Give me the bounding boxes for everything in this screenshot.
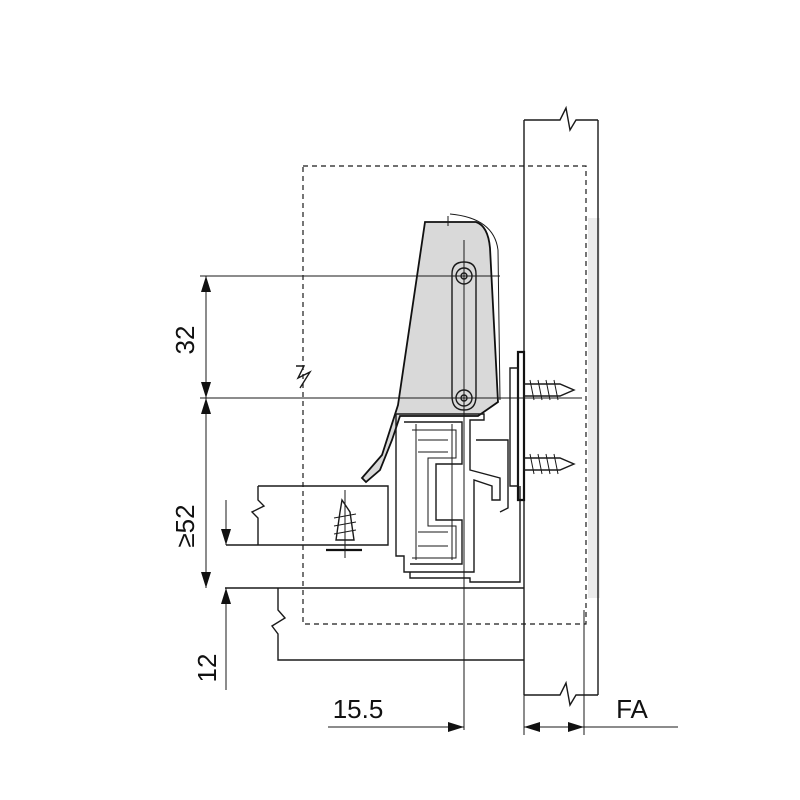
drawer-bottom-board (226, 485, 389, 546)
dimension-12-label: 12 (192, 654, 222, 683)
dimension-32: 32 (170, 275, 582, 399)
front-panel-break-mark (296, 365, 312, 389)
dimension-15-5-label: 15.5 (333, 694, 384, 724)
dimension-fa: FA (524, 610, 678, 735)
front-panel-outline (302, 165, 587, 625)
dimension-15-5: 15.5 (328, 694, 525, 735)
dimension-12: 12 (192, 500, 231, 690)
cabinet-screw-upper (523, 379, 576, 401)
drawer-bottom-screw (326, 490, 362, 558)
cabinet-side-panel (523, 105, 600, 707)
dimension-52-label: ≥52 (170, 504, 200, 547)
dimension-fa-label: FA (616, 694, 648, 724)
runner-rail-profile (395, 413, 521, 583)
dimension-52: ≥52 (170, 398, 211, 588)
cabinet-screw-lower (523, 453, 576, 475)
drawer-side-board (225, 587, 524, 661)
mounting-plate (509, 350, 526, 502)
runner-clip (360, 213, 501, 484)
dimension-32-label: 32 (170, 326, 200, 355)
